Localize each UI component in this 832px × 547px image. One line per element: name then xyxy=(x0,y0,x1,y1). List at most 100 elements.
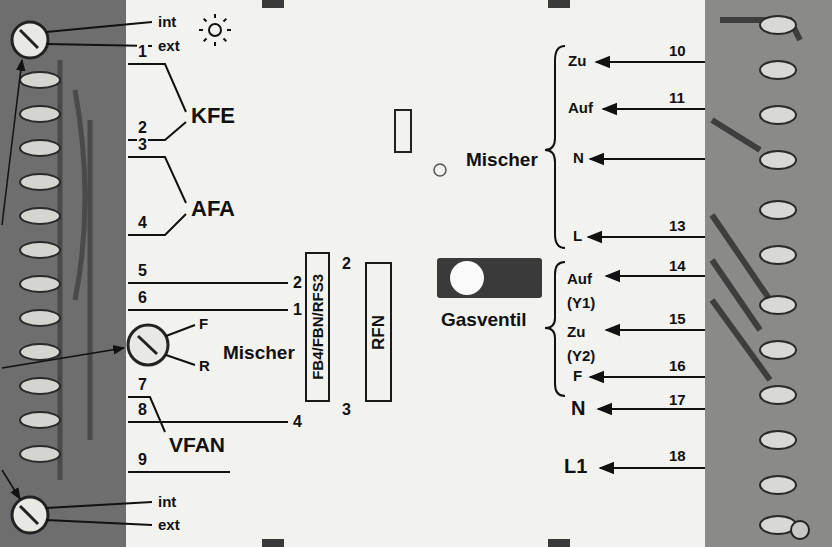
potentiometer-slot xyxy=(20,30,38,48)
screw-terminal xyxy=(760,16,796,34)
terminal-number: 4 xyxy=(292,414,303,430)
pcb-trace xyxy=(712,20,800,380)
potentiometer-slot xyxy=(138,336,157,354)
terminal-label: ext xyxy=(157,517,181,532)
terminal-number: 17 xyxy=(668,392,687,407)
terminal-arrow xyxy=(590,158,705,160)
terminal-arrow xyxy=(590,376,705,378)
terminal-label: int xyxy=(157,494,177,509)
leader-line xyxy=(2,470,20,499)
leader-line xyxy=(2,60,22,225)
terminal-label: Mischer xyxy=(222,343,296,362)
screw-terminal xyxy=(760,431,796,449)
terminal-number: 1 xyxy=(137,44,148,60)
screw-terminal xyxy=(20,412,60,428)
brace xyxy=(545,262,565,396)
gas-valve-led xyxy=(437,258,542,298)
terminal-arrow xyxy=(596,61,705,63)
block-name: RFN xyxy=(370,315,387,350)
terminal-arrow xyxy=(600,467,705,469)
screw-terminal xyxy=(760,201,796,219)
wire xyxy=(46,520,152,525)
housing-tab xyxy=(548,539,570,547)
terminal-number: 7 xyxy=(137,377,148,393)
screw-terminal xyxy=(20,72,60,88)
terminal-number: 4 xyxy=(137,215,148,231)
terminal-label: L xyxy=(572,228,583,243)
screw-terminal xyxy=(20,106,60,122)
housing-tab xyxy=(262,539,284,547)
terminal-number: 3 xyxy=(137,137,148,153)
terminal-arrow xyxy=(588,236,705,238)
terminal-number: 18 xyxy=(668,448,687,463)
terminal-label: Auf xyxy=(567,100,594,115)
pcb-trace xyxy=(60,60,90,480)
screw-terminal xyxy=(20,378,60,394)
housing-tab xyxy=(262,0,284,8)
wire xyxy=(166,325,195,336)
terminal-number: 5 xyxy=(137,263,148,279)
terminal-label: Mischer xyxy=(465,150,539,169)
screw-terminal xyxy=(20,140,60,156)
mounting-screw xyxy=(791,521,809,539)
terminal-label: R xyxy=(198,358,211,373)
terminal-number: 2 xyxy=(292,275,303,291)
screw-terminal xyxy=(20,310,60,326)
screw-terminal xyxy=(760,246,796,264)
wire xyxy=(128,282,288,284)
screw-terminal xyxy=(20,174,60,190)
terminal-number: 2 xyxy=(137,120,148,136)
terminal-label: F xyxy=(198,316,209,331)
potentiometer xyxy=(128,325,168,365)
wire xyxy=(128,471,230,473)
terminal-label: Zu xyxy=(567,53,587,68)
brace xyxy=(545,46,565,248)
terminal-label: Zu (Y2) xyxy=(566,320,602,368)
terminal-number: 11 xyxy=(668,90,686,105)
terminal-arrow xyxy=(606,275,705,277)
wire xyxy=(46,502,152,508)
cutout-outline xyxy=(395,110,411,152)
terminal-number: 2 xyxy=(341,256,352,272)
terminal-block: RFN xyxy=(365,262,392,402)
screw-terminal xyxy=(20,344,60,360)
terminal-number: 13 xyxy=(668,218,687,233)
terminal-label: int xyxy=(157,14,177,29)
terminal-arrow xyxy=(606,329,705,331)
terminal-label: ext xyxy=(157,38,181,53)
terminal-label: Auf (Y1) xyxy=(566,267,602,315)
terminal-number: 6 xyxy=(137,290,148,306)
terminal-number: 3 xyxy=(341,402,352,418)
terminal-number: 8 xyxy=(137,402,148,418)
leader-line xyxy=(2,348,124,368)
terminal-number: 1 xyxy=(292,302,303,318)
pcb-strip xyxy=(705,0,832,547)
screw-terminal xyxy=(20,446,60,462)
screw-terminal xyxy=(20,208,60,224)
terminal-arrow xyxy=(598,408,705,410)
screw-terminal xyxy=(760,386,796,404)
screw-terminal xyxy=(760,341,796,359)
housing-tab xyxy=(548,0,570,8)
terminal-number: 14 xyxy=(668,258,687,273)
potentiometer xyxy=(12,497,48,533)
led-light xyxy=(450,261,484,295)
bracket-line xyxy=(128,214,186,235)
screw-terminal xyxy=(760,106,796,124)
bracket-line xyxy=(128,64,186,112)
hole xyxy=(434,164,446,176)
screw-terminal xyxy=(760,296,796,314)
terminal-number: 16 xyxy=(668,358,687,373)
sun-symbol xyxy=(209,24,221,36)
terminal-label: N xyxy=(572,150,585,165)
terminal-label: VFAN xyxy=(168,434,226,455)
moon-symbol xyxy=(210,505,221,527)
screw-terminal xyxy=(760,476,796,494)
potentiometer-slot xyxy=(20,506,38,524)
screw-terminal xyxy=(760,61,796,79)
terminal-label: AFA xyxy=(190,198,236,220)
terminal-label: Gasventil xyxy=(440,310,528,329)
screw-terminal xyxy=(20,276,60,292)
